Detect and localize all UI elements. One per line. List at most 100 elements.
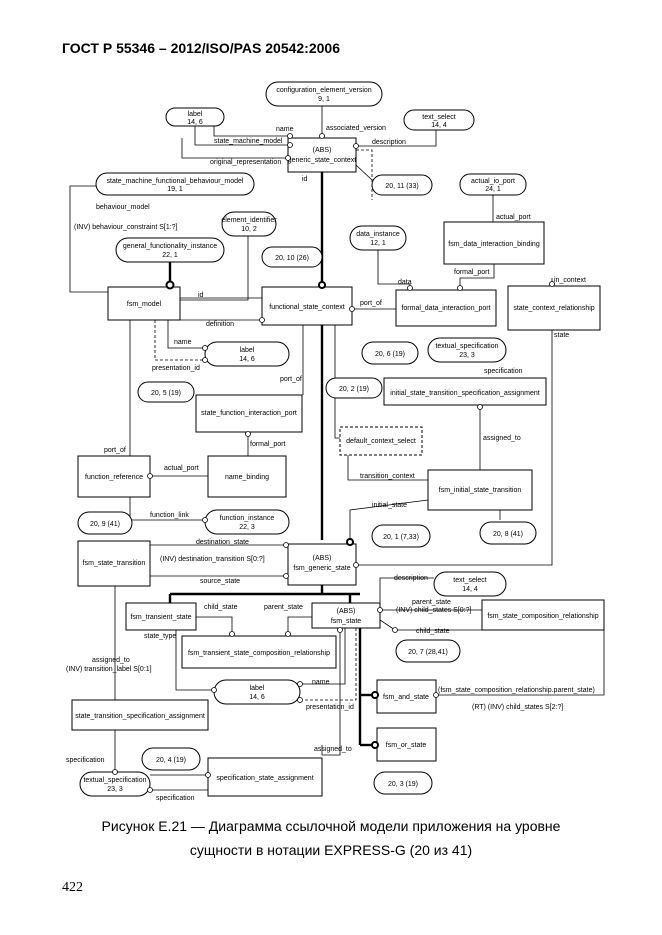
svg-text:assigned_to: assigned_to bbox=[314, 746, 352, 753]
svg-text:parent_state: parent_state bbox=[264, 604, 303, 611]
svg-text:(INV) transition_label S[0:1]: (INV) transition_label S[0:1] bbox=[66, 666, 152, 673]
ref-state-machine-functional-behaviour-model: state_machine_functional_behaviour_model… bbox=[95, 172, 255, 196]
entity-default-context-select: default_context_select bbox=[339, 426, 423, 456]
svg-text:assigned_to: assigned_to bbox=[92, 657, 130, 664]
svg-text:id: id bbox=[302, 176, 308, 183]
svg-text:state: state bbox=[554, 332, 569, 339]
entity-fsm-generic-state: (ABS) fsm_generic_state bbox=[287, 543, 357, 586]
svg-text:specification: specification bbox=[66, 757, 105, 764]
entity-fsm-and-state: fsm_and_state bbox=[376, 679, 437, 714]
svg-text:textual_specification: textual_specification bbox=[83, 777, 146, 784]
relationship-end-circles bbox=[112, 133, 555, 793]
entity-name-binding: name_binding bbox=[207, 455, 287, 498]
svg-text:fsm_and_state: fsm_and_state bbox=[383, 694, 429, 701]
page-number: 422 bbox=[62, 880, 83, 895]
svg-text:function_link: function_link bbox=[150, 512, 189, 519]
figure-caption-line-1: Рисунок E.21 — Диаграмма ссылочной модел… bbox=[101, 818, 561, 834]
svg-text:in_context: in_context bbox=[554, 277, 586, 284]
svg-text:fsm_state_transition: fsm_state_transition bbox=[83, 560, 146, 567]
svg-text:fsm_model: fsm_model bbox=[127, 301, 162, 308]
svg-text:state_machine_model: state_machine_model bbox=[214, 138, 283, 145]
svg-text:name: name bbox=[276, 126, 294, 133]
entity-function-reference: function_reference bbox=[77, 455, 151, 498]
svg-text:child_state: child_state bbox=[204, 604, 238, 611]
svg-text:20, 7 (28,41): 20, 7 (28,41) bbox=[408, 649, 448, 656]
role-labels: name associated_version state_machine_mo… bbox=[66, 125, 595, 802]
ref-general-functionality-instance: general_functionality_instance 22, 1 bbox=[115, 237, 225, 263]
svg-text:behaviour_model: behaviour_model bbox=[96, 204, 150, 211]
pageref-20-1-7-33: 20, 1 (7,33) bbox=[371, 524, 431, 548]
entity-specification-state-assignment: specification_state_assignment bbox=[207, 757, 323, 797]
svg-text:20, 5 (19): 20, 5 (19) bbox=[151, 390, 181, 397]
entity-functional-state-context: functional_state_context bbox=[261, 286, 353, 326]
svg-text:source_state: source_state bbox=[200, 578, 240, 585]
svg-text:actual_io_port: actual_io_port bbox=[471, 178, 515, 185]
relationship-lines bbox=[69, 106, 605, 791]
ref-textual-specification-mid: textual_specification 23, 3 bbox=[427, 337, 507, 363]
svg-text:10, 2: 10, 2 bbox=[241, 226, 257, 233]
svg-text:configuration_element_version: configuration_element_version bbox=[276, 87, 371, 94]
svg-text:generic_state_context: generic_state_context bbox=[288, 157, 357, 164]
entity-state-function-interaction-port: state_function_interaction_port bbox=[195, 394, 303, 433]
entity-fsm-transient-state: fsm_transient_state bbox=[125, 602, 197, 631]
svg-text:specification: specification bbox=[156, 795, 195, 802]
svg-text:state_function_interaction_por: state_function_interaction_port bbox=[201, 410, 297, 417]
ref-label-mid: label 14, 6 bbox=[204, 341, 290, 367]
entity-fsm-model: fsm_model bbox=[107, 286, 181, 321]
svg-text:state_context_relationship: state_context_relationship bbox=[513, 305, 594, 312]
pageref-20-8-41: 20, 8 (41) bbox=[479, 521, 537, 545]
svg-text:definition: definition bbox=[206, 321, 234, 328]
svg-text:actual_port: actual_port bbox=[164, 465, 199, 472]
svg-text:(INV) behaviour_constraint S[1: (INV) behaviour_constraint S[1:?] bbox=[74, 224, 178, 231]
svg-text:14, 4: 14, 4 bbox=[462, 586, 478, 593]
svg-text:fsm_transient_state: fsm_transient_state bbox=[130, 614, 191, 621]
svg-text:fsm_generic_state: fsm_generic_state bbox=[293, 565, 350, 572]
pageref-20-5-19: 20, 5 (19) bbox=[137, 381, 195, 403]
svg-text:associated_version: associated_version bbox=[326, 125, 386, 132]
entity-state-transition-specification-assignment: state_transition_specification_assignmen… bbox=[71, 699, 209, 731]
svg-text:20, 3 (19): 20, 3 (19) bbox=[388, 781, 418, 788]
svg-text:actual_port: actual_port bbox=[496, 214, 531, 221]
svg-text:function_reference: function_reference bbox=[85, 474, 143, 481]
entity-state-context-relationship: state_context_relationship bbox=[507, 285, 601, 331]
svg-text:element_identifier: element_identifier bbox=[221, 217, 277, 224]
svg-text:name_binding: name_binding bbox=[225, 474, 269, 481]
svg-text:(ABS): (ABS) bbox=[313, 555, 332, 562]
pageref-20-9-41: 20, 9 (41) bbox=[77, 511, 133, 535]
svg-text:fsm_state: fsm_state bbox=[331, 618, 361, 625]
svg-text:state_transition_specification: state_transition_specification_assignmen… bbox=[75, 713, 205, 720]
svg-text:name: name bbox=[312, 679, 330, 686]
svg-text:parent_state: parent_state bbox=[412, 599, 451, 606]
ref-textual-specification-low: textual_specification 23, 3 bbox=[79, 771, 151, 797]
entity-fsm-or-state: fsm_or_state bbox=[376, 727, 437, 762]
svg-text:id: id bbox=[198, 292, 204, 299]
svg-text:fsm_state_composition_relation: fsm_state_composition_relationship bbox=[487, 613, 598, 620]
svg-text:fsm_transient_state_compositio: fsm_transient_state_composition_relation… bbox=[188, 650, 330, 657]
pageref-20-2-19: 20, 2 (19) bbox=[325, 377, 383, 399]
svg-text:(ABS): (ABS) bbox=[337, 608, 356, 615]
svg-text:state_machine_functional_behav: state_machine_functional_behaviour_model bbox=[107, 178, 244, 185]
svg-text:specification_state_assignment: specification_state_assignment bbox=[216, 775, 313, 782]
svg-text:original_representation: original_representation bbox=[210, 159, 281, 166]
pageref-20-6-19: 20, 6 (19) bbox=[361, 341, 419, 365]
svg-text:14, 4: 14, 4 bbox=[431, 122, 447, 129]
entity-fsm-state-transition: fsm_state_transition bbox=[77, 540, 151, 587]
svg-text:fsm_or_state: fsm_or_state bbox=[386, 742, 427, 749]
svg-text:textual_specification: textual_specification bbox=[435, 343, 498, 350]
svg-text:label: label bbox=[240, 347, 255, 354]
svg-text:(fsm_state_composition_relatio: (fsm_state_composition_relationship.pare… bbox=[438, 687, 595, 694]
svg-text:specification: specification bbox=[484, 368, 523, 375]
svg-text:description: description bbox=[372, 139, 406, 146]
svg-text:port_of: port_of bbox=[104, 447, 126, 454]
svg-text:general_functionality_instance: general_functionality_instance bbox=[123, 243, 217, 250]
ref-actual-io-port: actual_io_port 24, 1 bbox=[459, 173, 527, 196]
document-header: ГОСТ Р 55346 – 2012/ISO/PAS 20542:2006 bbox=[62, 40, 340, 56]
svg-text:14, 6: 14, 6 bbox=[249, 694, 265, 701]
svg-text:transition_context: transition_context bbox=[360, 473, 415, 480]
express-g-diagram: (ABS) generic_state_context fsm_model fu… bbox=[66, 81, 605, 802]
pageref-20-10-26: 20, 10 (26) bbox=[261, 246, 323, 268]
svg-text:22, 3: 22, 3 bbox=[239, 524, 255, 531]
figure-caption-line-2: сущности в нотации EXPRESS-G (20 из 41) bbox=[189, 842, 473, 858]
svg-text:(INV) child_states S[0:?]: (INV) child_states S[0:?] bbox=[396, 607, 472, 614]
svg-text:port_of: port_of bbox=[280, 376, 302, 383]
